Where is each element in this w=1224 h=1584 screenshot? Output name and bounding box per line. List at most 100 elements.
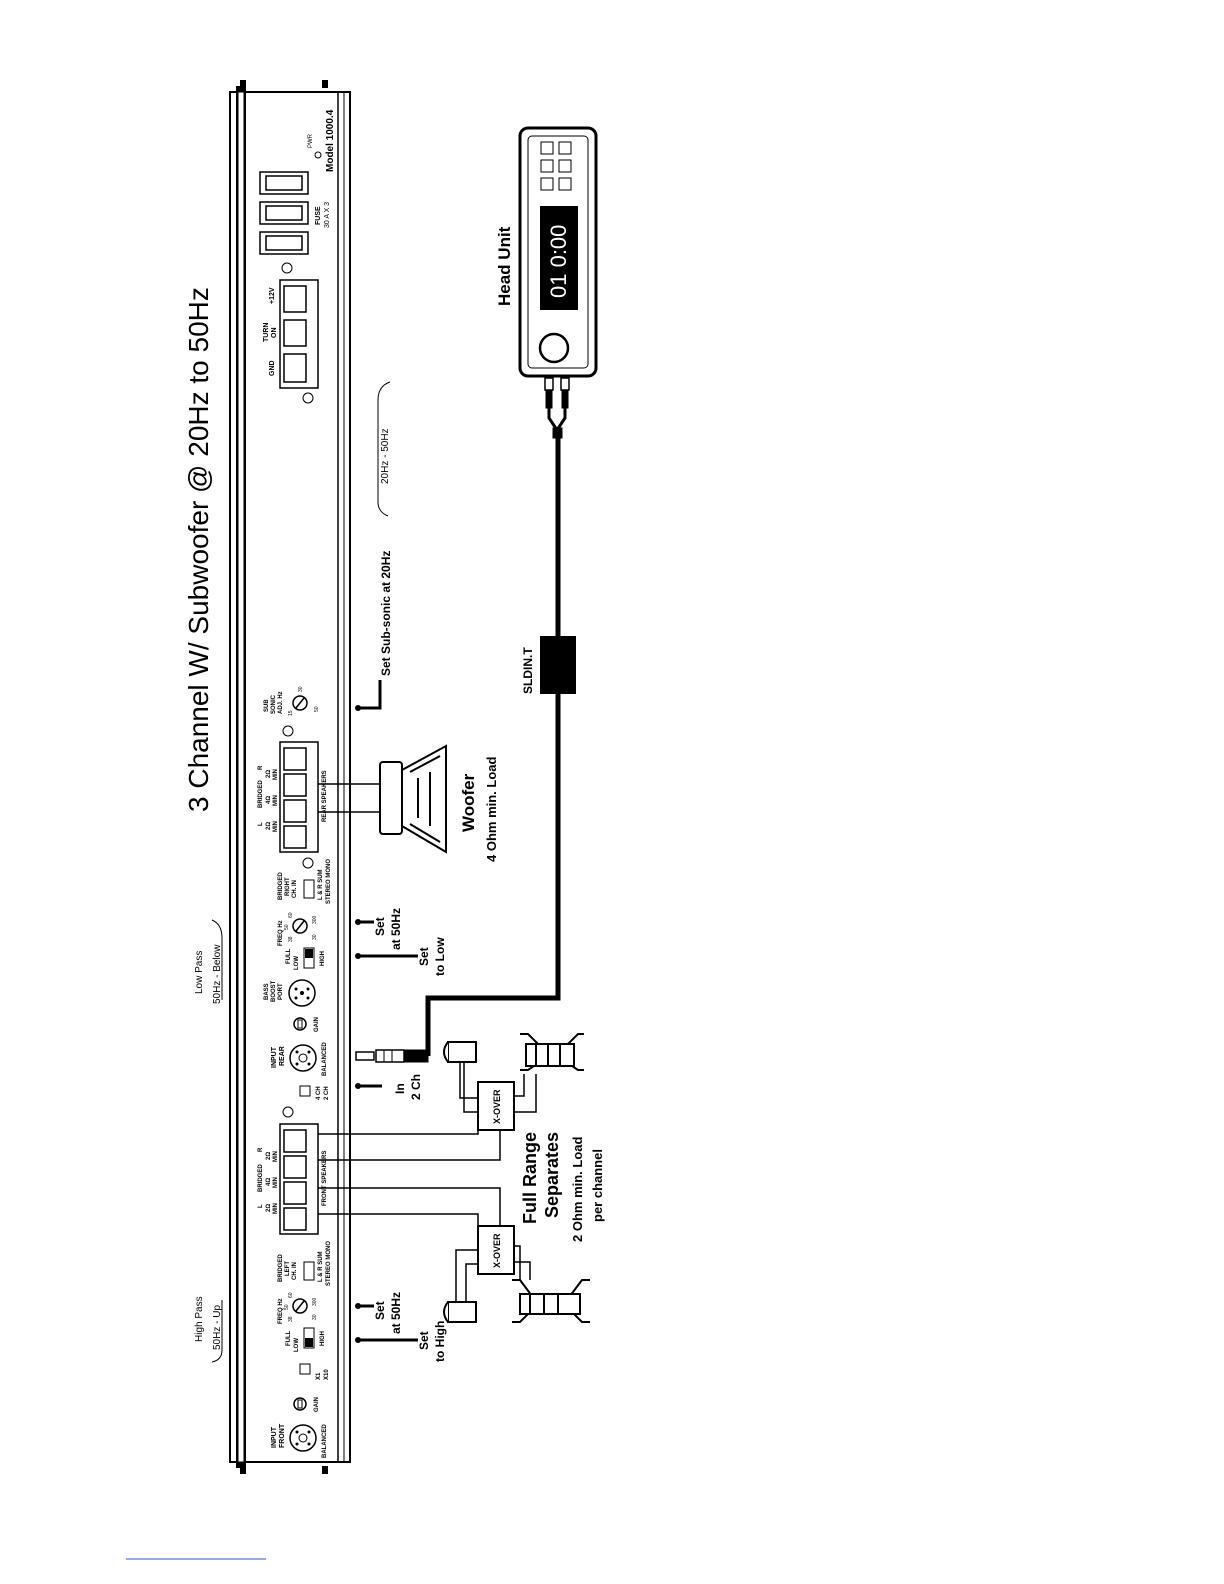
high-pass-label: High Pass [194,1296,205,1342]
ch2-label: 2 CH [324,1086,330,1100]
front-speaker-terminal [279,1123,319,1235]
range-brace [377,381,391,517]
front-freq-60: 60 [288,1292,294,1298]
front-2ohm-b: 2Ω [266,1204,272,1212]
fuse-rating: 30 A X 3 [324,202,331,228]
volume-knob[interactable] [538,332,570,364]
set-high-b: to High [433,1321,447,1362]
front-l-label: L [258,1204,264,1208]
set-subsonic-label: Set Sub-sonic at 20Hz [379,551,393,676]
rear-freq-label: FREQ Hz [278,920,284,946]
low-pass-label: Low Pass [194,951,205,994]
channel-mode-switch[interactable] [299,1085,311,1097]
gnd-label: GND [269,360,276,376]
page-title: 3 Channel W/ Subwoofer @ 20Hz to 50Hz [183,287,214,812]
in-2ch-b: 2 Ch [409,1074,423,1100]
rear-sum-switch[interactable] [303,879,315,899]
rear-high-label: HIGH [320,951,326,966]
rear-l-label: L [258,822,264,826]
rear-speakers-label: REAR SPEAKERS [322,770,328,822]
front-stereo-mono: STEREO MONO [326,1241,332,1286]
port-label: PORT [278,983,284,1000]
front-4ohm-min: MIN [273,1177,279,1188]
front-high-label: HIGH [320,1331,326,1346]
separates-label: Separates [542,1132,562,1218]
fuse-block [259,171,309,255]
front-low-label: LOW [294,1338,300,1352]
low-pass-brace [211,919,223,1000]
fuse-label: FUSE [315,206,322,225]
rear-set-50-a: Set [373,917,387,936]
in-2ch-a: In [393,1083,407,1094]
ch-in-front-label: CH. IN [292,1262,298,1280]
plus12v-label: +12V [269,287,276,304]
front-2ohm-a-min: MIN [273,1151,279,1162]
rear-low-label: LOW [294,956,300,970]
sonic-label: SONIC [271,694,277,714]
head-unit-display [540,206,578,310]
rear-set-50-b: at 50Hz [389,908,403,950]
xover-upper-label: X-OVER [492,1089,502,1124]
pwr-label: PWR [308,133,314,148]
front-r-label: R [258,1147,264,1152]
bridged-left-label: BRIDGED [278,1254,284,1282]
midwoofer-upper [520,1033,584,1071]
rca-cables [544,377,570,439]
front-freq-50: 50 [284,1304,290,1310]
head-unit-label: Head Unit [495,226,514,306]
tweeter-lower [443,1301,477,1323]
separates-load-label: 2 Ohm min. Load [570,1136,585,1242]
subsonic-value-15: 15 [288,710,294,716]
adj-hz-label: ADJ. Hz [278,691,284,714]
front-2ohm-a: 2Ω [266,1152,272,1160]
front-2ohm-b-min: MIN [273,1203,279,1214]
front-speakers-label: FRONT SPEAKERS [322,1151,328,1206]
sub-label: SUB [264,699,270,712]
on-label: ON [271,328,278,339]
ch4-label: 4 CH [316,1086,322,1100]
rear-freq-38: 38 [288,936,294,942]
per-channel-label: per channel [590,1149,605,1222]
rear-4ohm: 4Ω [266,796,272,804]
display-text: 01 0:00 [546,225,571,298]
front-speaker-wires [318,1062,537,1302]
power-terminal [279,279,319,389]
input-front-label: INPUT [271,1426,278,1448]
bass-label: BASS [264,983,270,1000]
set-high-a: Set [417,1331,431,1350]
full-range-label: Full Range [520,1132,540,1224]
left-label: LEFT [285,1261,291,1276]
rear-freq-60: 60 [288,912,294,918]
front-full-label: FULL [286,1330,292,1346]
x1-label: X1 [316,1372,322,1380]
rear-freq-300: 300 [312,915,318,924]
woofer [379,744,447,854]
subsonic-value-50: 50 [314,706,320,712]
rear-4ohm-min: MIN [273,795,279,806]
front-set-50-a: Set [373,1301,387,1320]
front-freq-38: 38 [288,1316,294,1322]
front-label: FRONT [279,1423,286,1448]
woofer-load-label: 4 Ohm min. Load [484,756,499,862]
front-sum-switch[interactable] [303,1261,315,1281]
low-pass-range: 50Hz - Below [212,944,223,1004]
rear-input-plug [355,1049,429,1063]
screw-icon [302,392,314,404]
sldin-label: SLDIN.T [521,647,535,694]
gain-range-switch[interactable] [299,1363,311,1375]
rear-lr-sum: L & R SUM [318,869,324,900]
boost-label: BOOST [271,980,277,1002]
screw-icon [282,725,294,737]
model-label: Model 1000.4 [325,109,336,172]
front-lr-sum: L & R SUM [318,1251,324,1282]
rear-speaker-terminal [279,741,319,853]
rear-balanced-label: BALANCED [322,1042,328,1076]
woofer-label: Woofer [459,773,478,832]
front-set-50-b: at 50Hz [389,1292,403,1334]
xover-lower-label: X-OVER [492,1233,502,1268]
front-freq-30: 30 [312,1314,318,1320]
high-pass-brace [211,1300,223,1363]
rear-stereo-mono: STEREO MONO [326,859,332,904]
rear-freq-30: 30 [312,934,318,940]
